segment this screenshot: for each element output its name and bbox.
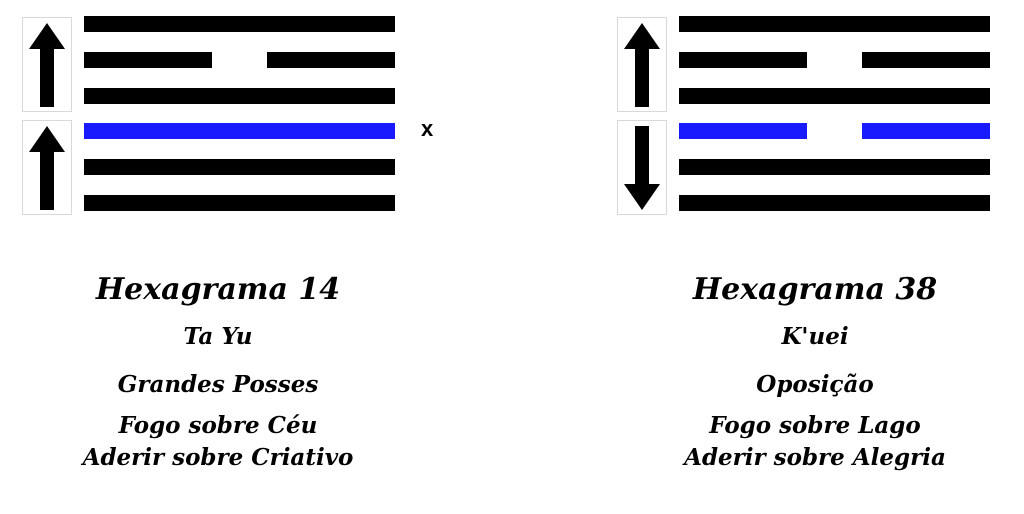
hexagram-attributes: Aderir sobre Alegria bbox=[684, 444, 946, 471]
line-segment bbox=[679, 52, 807, 68]
hexagram-38-figure bbox=[615, 14, 1015, 216]
hexagram-line bbox=[679, 159, 990, 175]
moving-line-segment bbox=[84, 123, 395, 139]
hexagram-line bbox=[84, 123, 395, 139]
hexagram-name: Ta Yu bbox=[183, 323, 253, 350]
arrow-up-icon bbox=[29, 125, 65, 210]
hexagram-line bbox=[679, 123, 990, 139]
upper-trigram-arrow-box bbox=[617, 17, 667, 112]
hexagram-line bbox=[84, 88, 395, 104]
lower-trigram-arrow-box bbox=[22, 120, 72, 215]
hexagram-line bbox=[679, 52, 990, 68]
line-segment bbox=[679, 159, 990, 175]
line-segment bbox=[84, 16, 395, 32]
line-segment bbox=[267, 52, 395, 68]
lower-trigram-arrow-box bbox=[617, 120, 667, 215]
line-segment bbox=[84, 88, 395, 104]
line-segment bbox=[679, 195, 990, 211]
multiplication-operator: x bbox=[421, 116, 434, 141]
hexagram-attributes: Aderir sobre Criativo bbox=[82, 444, 354, 471]
hexagram-meaning: Grandes Posses bbox=[117, 371, 319, 398]
hexagram-38-caption: Hexagrama 38 K'uei Oposição Fogo sobre L… bbox=[605, 268, 1024, 474]
line-segment bbox=[84, 195, 395, 211]
hexagram-line bbox=[84, 52, 395, 68]
upper-trigram-arrow-box bbox=[22, 17, 72, 112]
hexagram-images: Fogo sobre Lago bbox=[709, 412, 921, 439]
line-segment bbox=[84, 52, 212, 68]
hexagram-images: Fogo sobre Céu bbox=[118, 412, 318, 439]
hexagram-line bbox=[84, 16, 395, 32]
hexagram-line bbox=[679, 195, 990, 211]
line-segment bbox=[679, 88, 990, 104]
line-segment bbox=[862, 52, 990, 68]
arrow-up-icon bbox=[624, 22, 660, 107]
hexagram-line bbox=[84, 159, 395, 175]
hexagram-line bbox=[679, 16, 990, 32]
hexagram-title: Hexagrama 14 bbox=[95, 272, 341, 307]
hexagram-title: Hexagrama 38 bbox=[692, 272, 938, 307]
arrow-down-icon bbox=[624, 125, 660, 210]
arrow-up-icon bbox=[29, 22, 65, 107]
line-segment bbox=[84, 159, 395, 175]
hexagram-line bbox=[84, 195, 395, 211]
moving-line-segment bbox=[679, 123, 807, 139]
moving-line-segment bbox=[862, 123, 990, 139]
hexagram-14-caption: Hexagrama 14 Ta Yu Grandes Posses Fogo s… bbox=[8, 268, 428, 474]
hexagram-name: K'uei bbox=[781, 323, 849, 350]
hexagram-meaning: Oposição bbox=[756, 371, 874, 398]
hexagram-14-figure bbox=[20, 14, 420, 216]
hexagram-line bbox=[679, 88, 990, 104]
line-segment bbox=[679, 16, 990, 32]
